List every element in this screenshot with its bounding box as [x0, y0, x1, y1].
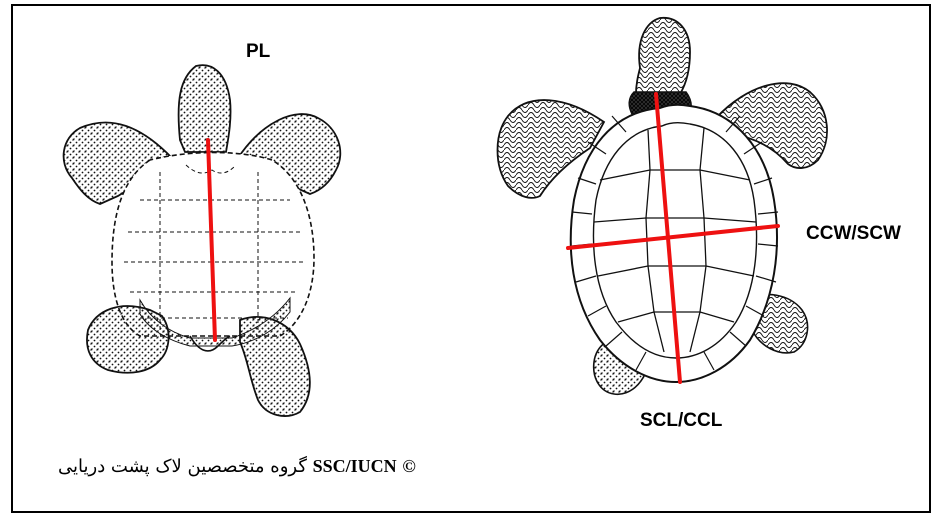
copyright-caption: گروه متخصصین لاک پشت دریایی SSC/IUCN ©: [58, 456, 416, 477]
turtle-right-head: [636, 18, 690, 94]
turtle-left-rear-flipper-left: [87, 306, 169, 373]
ccw-scw-label: CCW/SCW: [806, 223, 901, 245]
caption-org: SSC/IUCN: [313, 456, 397, 476]
copyright-symbol: ©: [402, 456, 415, 476]
caption-persian-text: گروه متخصصین لاک پشت دریایی: [58, 456, 307, 477]
pl-label: PL: [246, 41, 270, 63]
scl-ccl-label: SCL/CCL: [640, 410, 722, 432]
turtle-plastron-ventral-icon: [64, 65, 341, 416]
turtle-carapace-dorsal-icon: [498, 18, 828, 394]
turtle-left-head: [179, 65, 231, 152]
